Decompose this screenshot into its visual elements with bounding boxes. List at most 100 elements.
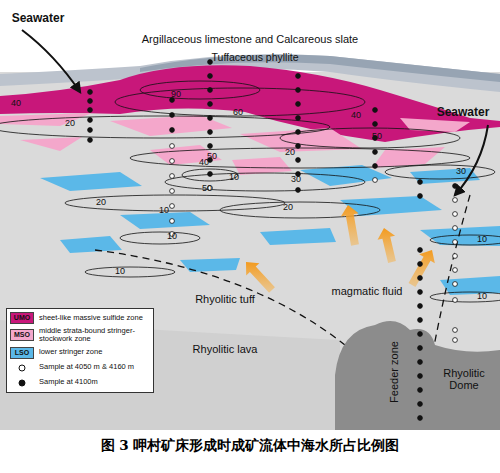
legend-label: Sample at 4050 m & 4160 m [39,363,134,371]
section-graphic [88,108,93,113]
section-graphic [88,99,93,104]
contour-value: 20 [285,148,295,157]
section-graphic [296,144,301,149]
section-graphic [296,188,301,193]
section-graphic [208,116,213,121]
sample-symbol [19,380,25,386]
contour-value: 30 [291,175,301,184]
section-graphic [455,125,488,195]
section-graphic [88,90,93,95]
legend-row: Sample at 4050 m & 4160 m [10,362,150,374]
section-graphic [418,262,423,267]
zone-label: Feeder zone [389,341,401,403]
layer-label: Tuffaceous phyllite [212,52,299,63]
section-graphic [373,164,378,169]
section-graphic [385,165,495,179]
contour-value: 30 [456,167,466,176]
section-graphic [453,328,458,333]
contour-value: 50 [202,184,212,193]
section-graphic [60,236,122,253]
section-graphic [418,360,423,365]
section-graphic [453,198,458,203]
section-graphic [296,116,301,121]
contour-value: 10 [115,267,125,276]
legend-row: Sample at 4100m [10,377,150,389]
contour-value: 10 [477,292,487,301]
section-graphic [418,374,423,379]
swatch-code: MSO [14,332,30,339]
section-graphic [418,180,423,185]
contour-value: 90 [171,90,181,99]
section-graphic [65,195,285,211]
section-graphic [453,226,458,231]
unit-label: Rhyolitic tuff [195,294,255,306]
section-graphic [0,81,500,302]
legend-swatch: LSO [10,347,34,359]
section-graphic [0,113,92,126]
layer-label: Argillaceous limestone and Calcareous sl… [142,34,358,46]
section-graphic [232,157,292,175]
section-graphic [418,402,423,407]
section-graphic [208,130,213,135]
legend-row: MSO middle strata-bound stringer-stockwor… [10,327,150,344]
section-graphic [418,318,423,323]
section-graphic [430,235,500,245]
section-graphic [430,292,500,302]
section-graphic [22,30,488,195]
contour-value: 10 [159,206,169,215]
section-graphic [373,178,378,183]
section-graphic [296,130,301,135]
section-graphic [453,240,458,245]
section-graphic [453,298,458,303]
section-graphic [220,202,380,218]
section-graphic [130,148,470,168]
section-graphic [20,137,82,151]
section-graphic [170,113,175,118]
section-graphic [88,118,93,123]
section-graphic [208,102,213,107]
legend-symbol [10,377,34,389]
section-graphic [0,113,470,175]
section-graphic [170,204,175,209]
legend-row: UMOsheet-like massive sulfide zone [10,312,150,324]
section-graphic [418,416,423,421]
section-graphic [88,128,93,133]
section-graphic [260,228,336,245]
section-graphic [165,173,365,191]
section-graphic [170,189,175,194]
contour-value: 40 [199,158,209,167]
section-graphic [341,205,359,246]
section-graphic [246,205,435,293]
legend-symbol [10,362,34,374]
section-graphic [208,88,213,93]
section-graphic [110,115,232,136]
contour-value: 20 [96,198,106,207]
section-graphic [378,228,396,263]
legend-label: Sample at 4100m [39,378,98,386]
legend-box: UMOsheet-like massive sulfide zoneMSO mid… [6,308,154,393]
section-graphic [373,122,378,127]
section-graphic [418,388,423,393]
swatch-code: UMO [14,314,30,321]
section-graphic [88,138,93,143]
section-graphic [22,30,80,92]
section-graphic [208,144,213,149]
section-graphic [170,128,175,133]
section-graphic [170,144,175,149]
section-graphic [180,258,240,272]
section-graphic [418,346,423,351]
dome-body: Rhyolitic Dome [335,315,500,430]
legend-label: middle strata-bound stringer-stockwork z… [39,327,150,344]
legend-row: LSOlower stringer zone [10,347,150,359]
legend-swatch: MSO [10,329,34,341]
contour-value: 60 [233,108,243,117]
section-graphic [296,74,301,79]
section-graphic [373,150,378,155]
section-graphic [0,65,500,142]
section-graphic [208,172,213,177]
section-graphic [418,194,423,199]
section-graphic [120,232,200,244]
section-graphic [246,262,275,293]
